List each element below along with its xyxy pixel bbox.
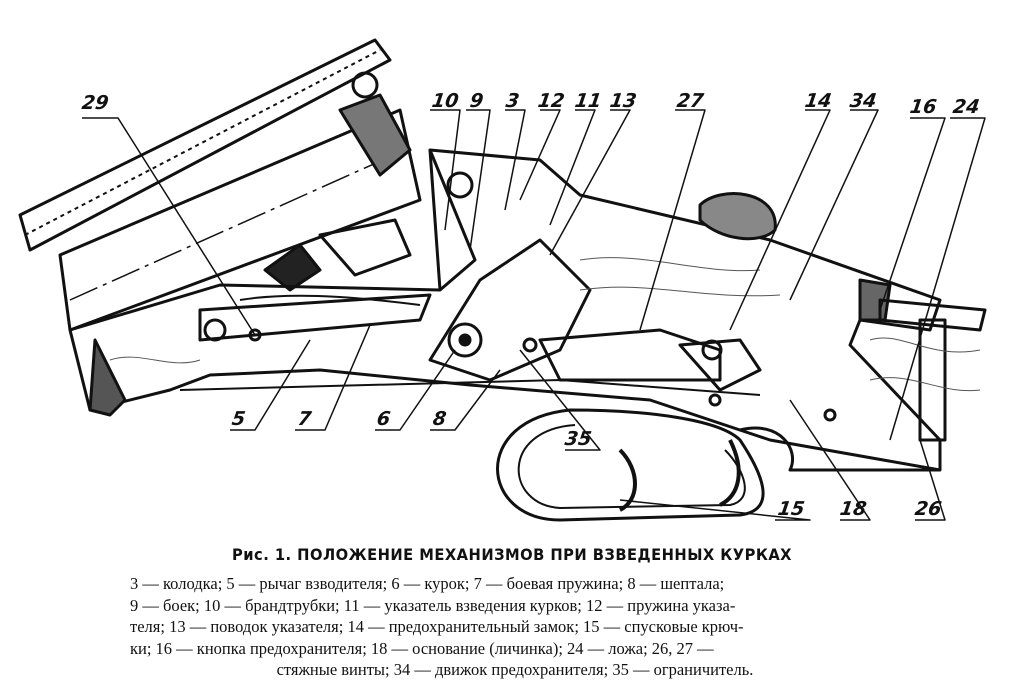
figure-title: Рис. 1. ПОЛОЖЕНИЕ МЕХАНИЗМОВ ПРИ ВЗВЕДЕН… xyxy=(232,545,792,564)
legend-line: теля; 13 — поводок указателя; 14 — предо… xyxy=(130,617,744,636)
label-16: 16 xyxy=(908,96,938,118)
label-15: 15 xyxy=(776,498,806,520)
label-34: 34 xyxy=(848,90,878,112)
legend-line: 9 — боек; 10 — брандтрубки; 11 — указате… xyxy=(130,595,736,615)
label-24: 24 xyxy=(951,96,981,118)
label-26: 26 xyxy=(913,498,943,520)
label-10: 10 xyxy=(430,90,460,112)
barrels xyxy=(18,38,422,332)
legend-line: 3 — колодка; 5 — рычаг взводителя; 6 — к… xyxy=(130,574,725,593)
mechanism-drawing xyxy=(18,38,987,522)
label-13: 13 xyxy=(608,90,638,112)
label-29: 29 xyxy=(80,92,110,114)
label-11: 11 xyxy=(573,90,603,112)
label-12: 12 xyxy=(536,90,566,112)
label-14: 14 xyxy=(803,90,833,112)
trigger-guard xyxy=(496,408,940,522)
label-27: 27 xyxy=(675,90,705,112)
leader-lines xyxy=(82,109,986,521)
label-18: 18 xyxy=(838,498,868,520)
legend-line: стяжные винты; 34 — движок предохранител… xyxy=(276,660,754,679)
stock-woodgrain xyxy=(109,257,981,392)
legend-line: ки; 16 — кнопка предохранителя; 18 — осн… xyxy=(130,638,714,658)
label-35: 35 xyxy=(563,428,593,450)
receiver-frame xyxy=(68,148,987,472)
figure-legend: 3 — колодка; 5 — рычаг взводителя; 6 — к… xyxy=(130,573,900,681)
